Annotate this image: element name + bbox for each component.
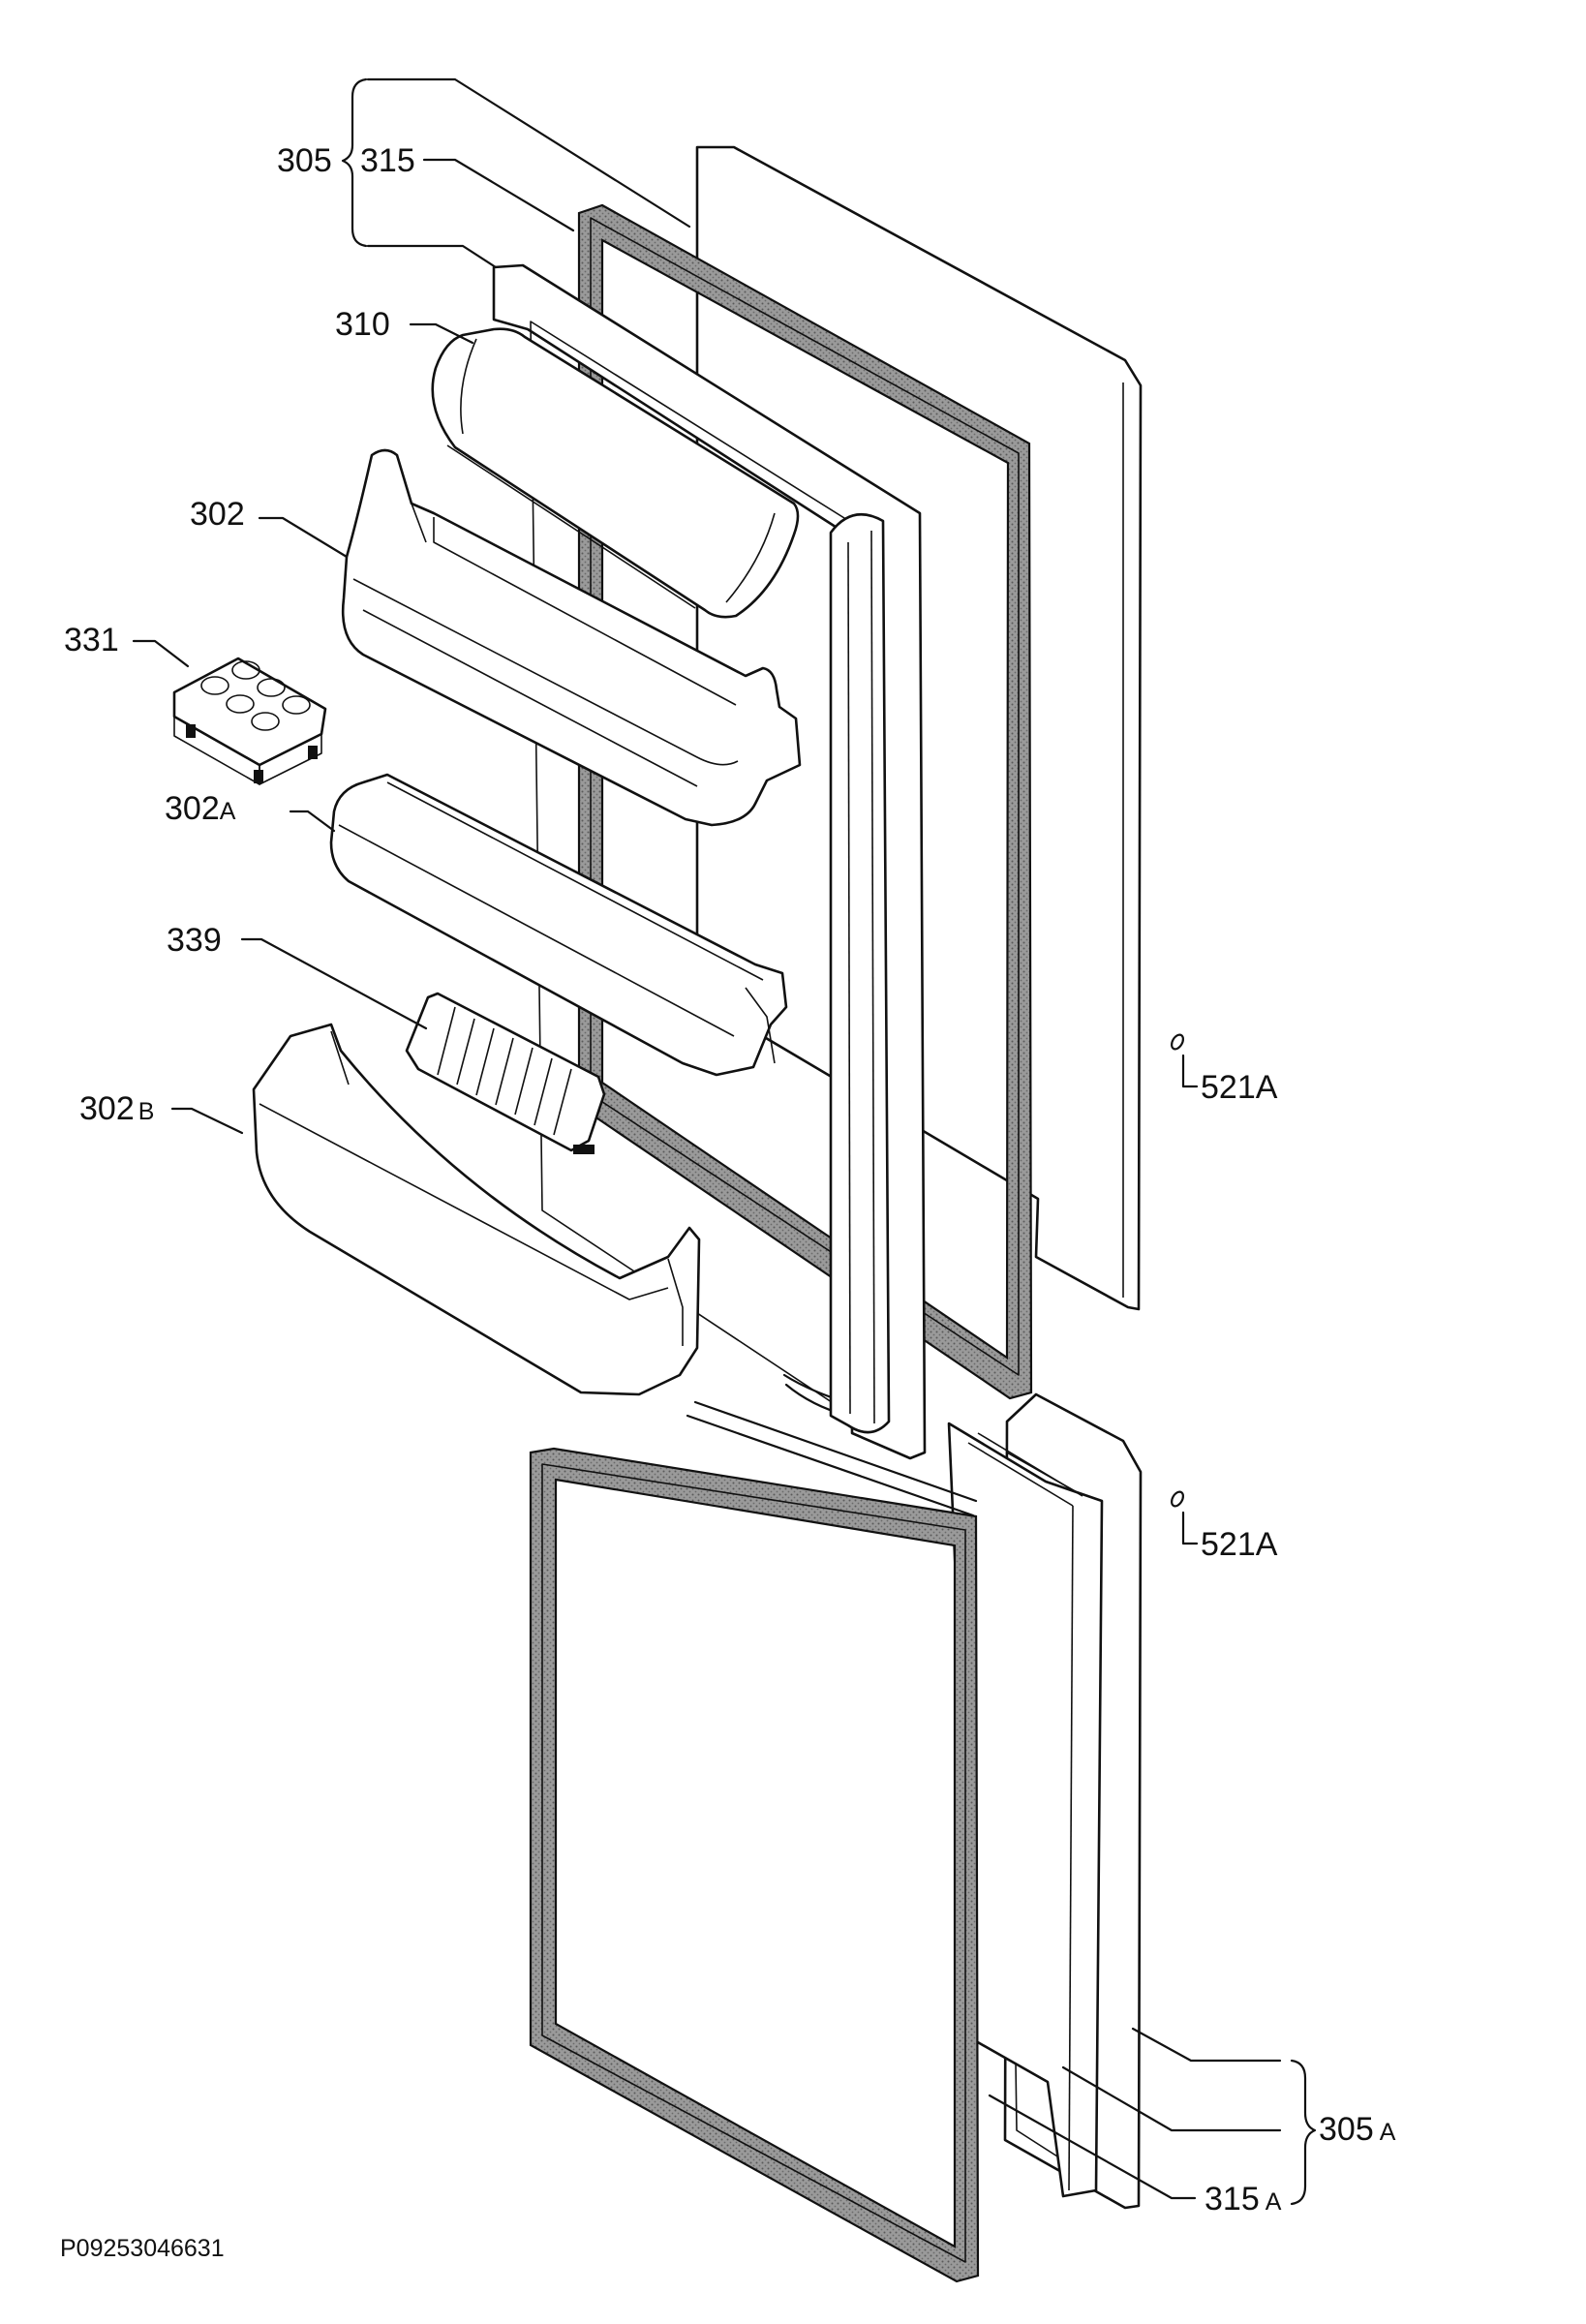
label-521a-lower: 521A (1201, 1526, 1278, 1563)
middle-door-bin (329, 773, 788, 1077)
egg-tray (172, 657, 327, 785)
leader-lines (132, 77, 1282, 2200)
label-339: 339 (167, 922, 222, 959)
label-302: 302 (190, 496, 245, 533)
lower-door-panel (947, 1392, 1143, 2210)
label-331: 331 (64, 622, 119, 658)
door-trim-rail (829, 513, 891, 1434)
label-302a: 302A (165, 790, 236, 827)
label-521a-upper: 521A (1201, 1069, 1278, 1106)
label-305: 305 (277, 142, 332, 179)
lower-door-gasket (529, 1400, 980, 2283)
label-310: 310 (335, 306, 390, 343)
bottle-holder (405, 992, 606, 1154)
hinge-pin-upper (1171, 1033, 1184, 1051)
drawing-code: P09253046631 (60, 2235, 225, 2262)
bracket-305 (341, 77, 368, 248)
label-315: 315 (360, 142, 415, 179)
hinge-pin-lower (1171, 1490, 1184, 1508)
upper-door-bin (341, 448, 802, 827)
lower-door-bin (252, 1023, 701, 1396)
dairy-compartment-lid (431, 327, 800, 619)
bracket-305a (1290, 2059, 1317, 2206)
